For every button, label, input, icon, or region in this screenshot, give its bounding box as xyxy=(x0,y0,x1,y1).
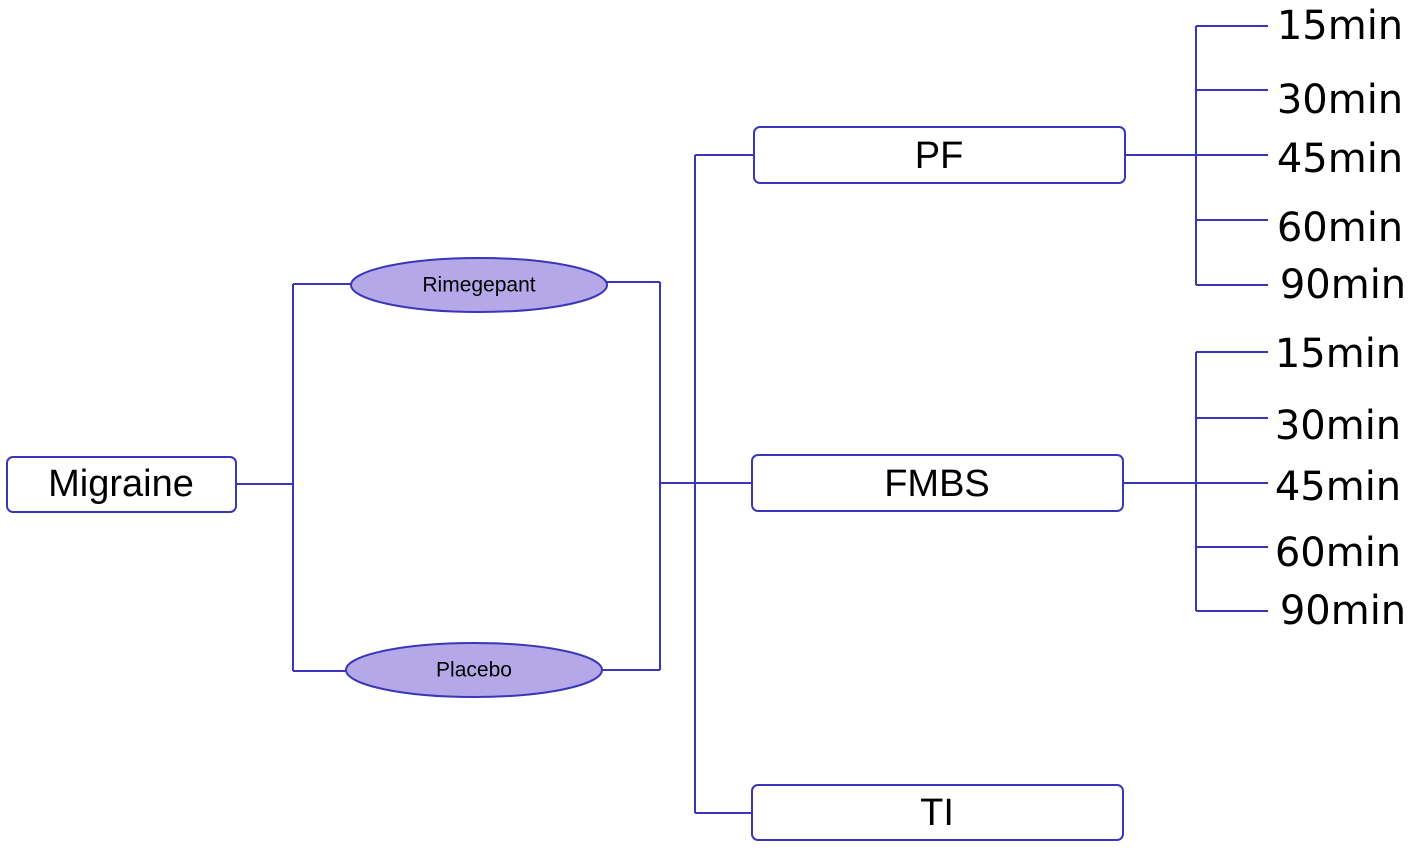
pf-time-30: 30min xyxy=(1277,77,1403,123)
connectors-root-groups xyxy=(236,283,352,672)
fmbs-time-90: 90min xyxy=(1280,588,1406,634)
fmbs-time-15: 15min xyxy=(1275,331,1401,377)
pf-time-list: 15min 30min 45min 60min 90min xyxy=(1277,3,1406,308)
node-fmbs: FMBS xyxy=(751,454,1124,512)
node-ti: TI xyxy=(751,784,1124,841)
node-placebo: Placebo xyxy=(345,642,603,698)
connectors-fmbs-times xyxy=(1123,351,1268,612)
node-ti-label: TI xyxy=(920,792,954,834)
node-rimegepant: Rimegepant xyxy=(350,257,608,313)
fmbs-time-list: 15min 30min 45min 60min 90min xyxy=(1275,331,1406,634)
fmbs-time-60: 60min xyxy=(1275,530,1401,576)
pf-time-90: 90min xyxy=(1280,262,1406,308)
node-placebo-label: Placebo xyxy=(436,659,512,682)
node-migraine-label: Migraine xyxy=(48,463,194,505)
pf-time-15: 15min xyxy=(1277,3,1403,49)
pf-time-45: 45min xyxy=(1277,136,1403,182)
node-pf: PF xyxy=(753,126,1126,184)
fmbs-time-45: 45min xyxy=(1275,464,1401,510)
node-migraine: Migraine xyxy=(6,456,237,513)
node-rimegepant-label: Rimegepant xyxy=(422,274,535,297)
node-fmbs-label: FMBS xyxy=(884,463,990,505)
fmbs-time-30: 30min xyxy=(1275,403,1401,449)
connectors-pf-times xyxy=(1125,25,1268,286)
pf-time-60: 60min xyxy=(1277,205,1403,251)
connectors-groups-outcomes xyxy=(602,154,754,814)
node-pf-label: PF xyxy=(915,135,964,177)
